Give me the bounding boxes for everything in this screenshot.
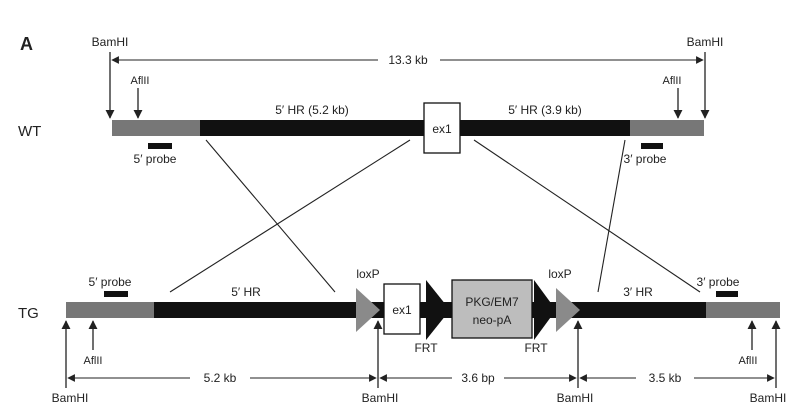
tg-hr-right-label: 3′ HR [623,285,653,299]
wt-5-homology-arm [200,120,424,136]
tg-frt-right-label: FRT [524,341,548,355]
tg-frt-left-label: FRT [414,341,438,355]
tg-exon1-box [383,283,421,335]
tg-cassette-line1: PKG/EM7 [465,295,519,309]
wt-bamhi-right-label: BamHI [687,35,724,49]
tg-loxp-left-triangle [356,288,380,332]
tg-frt-right-triangle [534,280,556,340]
wt-aflii-right-label: AflII [663,75,682,87]
tg-cassette-line2: neo-pA [473,313,512,327]
panel-label: A [20,34,33,54]
tg-loxp-right-triangle [556,288,580,332]
crossover-line-2 [169,139,411,293]
crossover-line-1 [205,139,336,293]
tg-3-probe-bar [716,291,738,297]
tg-exon1-label: ex1 [392,303,412,317]
tg-5-probe-label: 5′ probe [89,275,132,289]
wt-bamhi-left-label: BamHI [92,35,129,49]
wt-exon1-box [423,102,461,154]
tg-loxp-right-label: loxP [548,267,571,281]
wt-aflii-left-label: AflII [131,75,150,87]
wt-3-probe-bar [641,143,663,149]
wt-exon1-label: ex1 [432,122,452,136]
tg-right-flank [706,302,780,318]
tg-loxp-left-label: loxP [356,267,379,281]
tg-5-homology-arm [154,302,356,318]
tg-frt-left-triangle [426,280,450,340]
wt-hr-left-label: 5′ HR (5.2 kb) [275,103,349,117]
tg-span-1-label: 5.2 kb [204,371,237,385]
wt-row-label: WT [18,123,41,140]
crossover-line-4 [597,139,626,293]
tg-aflii-right-label: AflII [739,355,758,367]
wt-right-flank [630,120,704,136]
tg-neo-cassette-box [451,279,533,339]
tg-3-homology-arm [578,302,706,318]
tg-bamhi-4-label: BamHI [750,391,787,405]
wt-3-homology-arm [460,120,630,136]
wt-allele: WT ex1 5′ HR (5.2 kb) 5′ HR (3.9 kb) Bam… [18,35,723,166]
tg-bamhi-2-label: BamHI [362,391,399,405]
wt-5-probe-label: 5′ probe [134,152,177,166]
wt-span-label: 13.3 kb [388,53,428,67]
recombination-lines [169,139,701,293]
tg-row-label: TG [18,305,39,322]
wt-hr-right-label: 5′ HR (3.9 kb) [508,103,582,117]
crossover-line-3 [473,139,701,293]
tg-hr-left-label: 5′ HR [231,285,261,299]
wt-3-probe-label: 3′ probe [624,152,667,166]
tg-allele: TG 5′ HR 3′ HR loxP loxP ex1 FRT FRT PKG… [18,267,786,405]
tg-bamhi-3-label: BamHI [557,391,594,405]
wt-5-probe-bar [148,143,172,149]
tg-aflii-left-label: AflII [84,355,103,367]
tg-span-2-label: 3.6 bp [461,371,495,385]
tg-left-flank [66,302,154,318]
wt-left-flank [112,120,200,136]
tg-span-3-label: 3.5 kb [649,371,682,385]
tg-bamhi-1-label: BamHI [52,391,89,405]
tg-3-probe-label: 3′ probe [697,275,740,289]
tg-5-probe-bar [104,291,128,297]
